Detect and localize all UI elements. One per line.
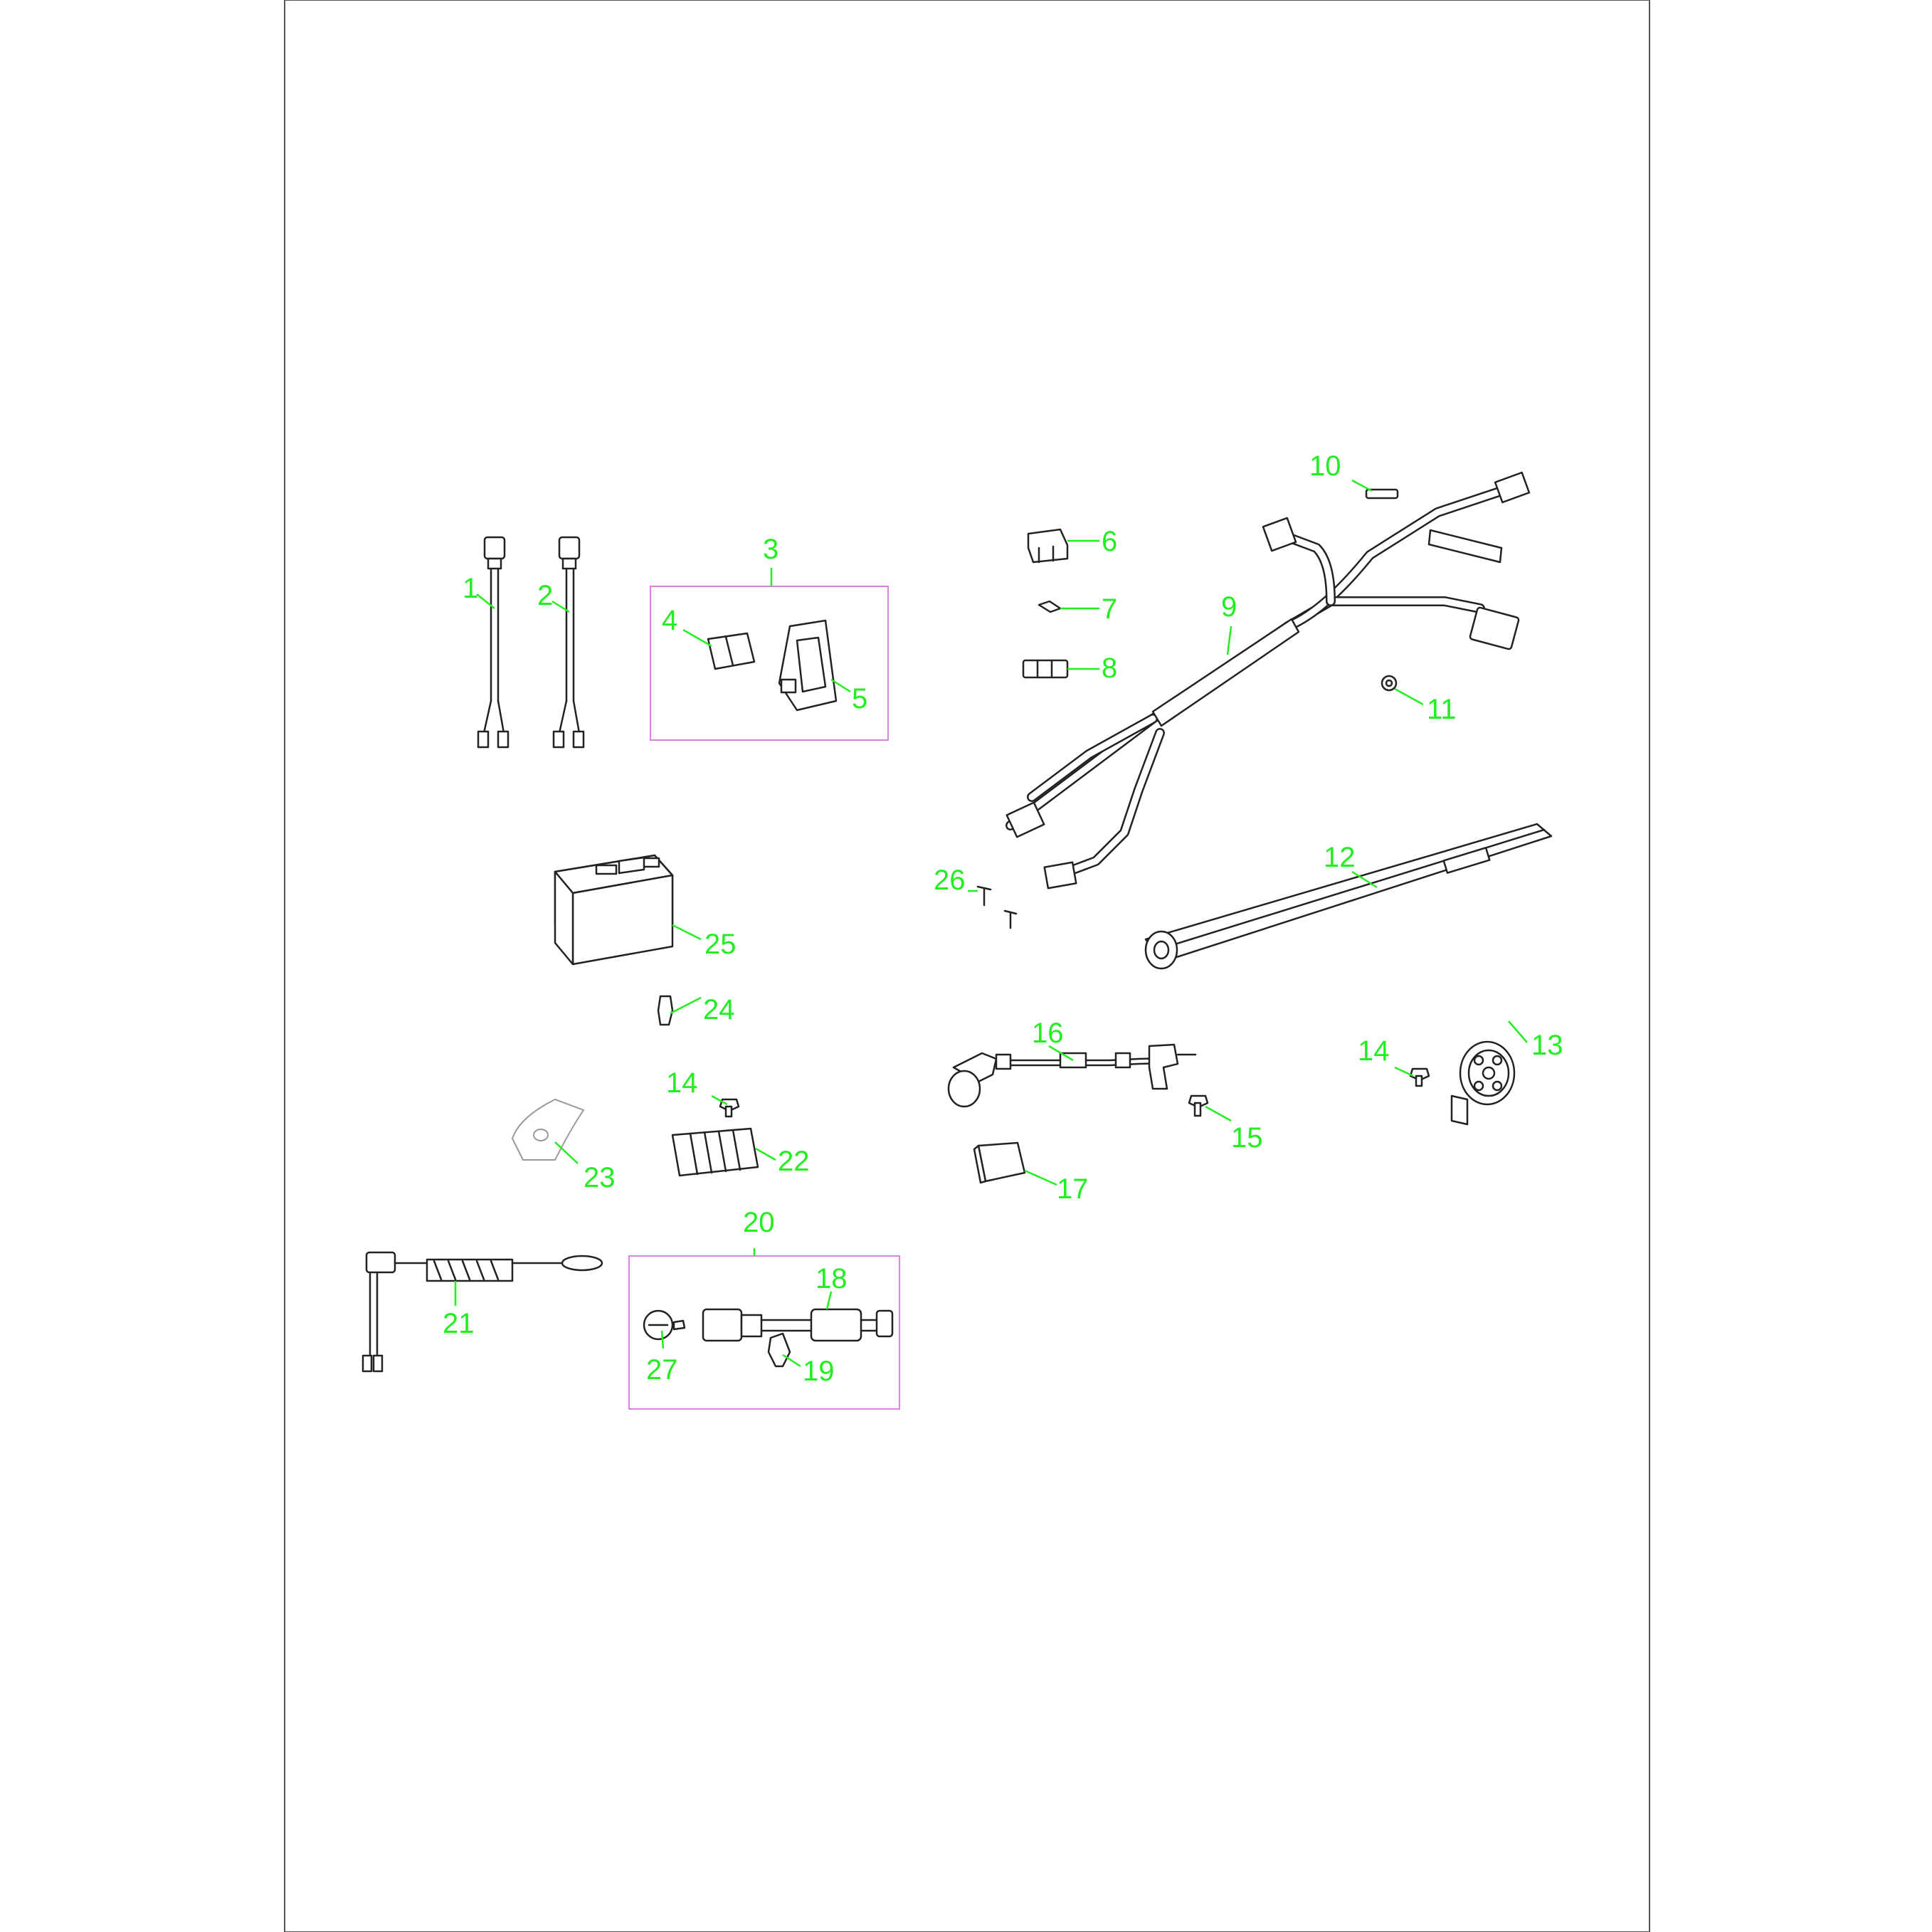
part-25-battery-icon — [554, 854, 674, 966]
callout-14a: 14 — [1358, 1035, 1390, 1067]
callout-26: 26 — [934, 865, 966, 896]
part-15-bolt-icon — [1188, 1094, 1209, 1117]
callout-6: 6 — [1102, 526, 1117, 557]
callout-13: 13 — [1531, 1030, 1563, 1061]
callout-15: 15 — [1231, 1122, 1263, 1154]
callout-4: 4 — [662, 605, 677, 636]
part-18-ignition-switch-wire-icon — [702, 1308, 894, 1342]
callout-25: 25 — [704, 929, 737, 960]
part-5-fuse-holder-icon — [778, 619, 838, 712]
callout-17: 17 — [1057, 1173, 1089, 1205]
leader-lines — [454, 479, 1528, 1368]
callout-2: 2 — [537, 580, 553, 611]
part-17-relay-icon — [973, 1141, 1026, 1184]
part-12-sleeve-icon — [1144, 823, 1553, 970]
callout-5: 5 — [852, 683, 867, 714]
callout-9: 9 — [1221, 591, 1237, 623]
callout-14b: 14 — [666, 1067, 698, 1099]
callout-19: 19 — [803, 1356, 835, 1387]
callout-21: 21 — [443, 1308, 475, 1339]
callout-1: 1 — [463, 573, 478, 604]
part-6-relay-clip-icon — [1027, 528, 1069, 564]
callout-3: 3 — [763, 534, 778, 565]
part-27-switch-cap-icon — [643, 1309, 686, 1341]
callout-20: 20 — [743, 1207, 775, 1238]
group-box-3 — [650, 586, 889, 741]
part-10-fuse-icon — [1365, 488, 1399, 500]
part-9-wiring-harness-icon — [1005, 471, 1531, 890]
callout-16: 16 — [1032, 1018, 1064, 1049]
callout-10: 10 — [1309, 450, 1341, 482]
part-22-regulator-icon — [671, 1127, 759, 1177]
group-box-20 — [628, 1255, 900, 1410]
callout-22: 22 — [778, 1146, 810, 1177]
callout-18: 18 — [815, 1263, 848, 1294]
callout-labels: 1 2 3 4 5 6 7 8 9 10 11 12 13 14 14 15 1… — [443, 450, 1563, 1387]
part-4-fuse-block-icon — [707, 632, 756, 670]
page-frame — [284, 0, 1650, 1932]
part-21-kill-switch-lanyard-icon — [361, 1251, 603, 1373]
part-24-terminal-icon — [657, 995, 674, 1026]
part-13-horn-icon — [1450, 1040, 1516, 1126]
part-11-nut-icon — [1381, 675, 1398, 692]
callout-24: 24 — [703, 994, 735, 1025]
part-2-wire-sensor-icon — [552, 536, 585, 749]
callout-12: 12 — [1324, 842, 1356, 873]
callout-11: 11 — [1427, 694, 1457, 725]
part-19-key-icon — [767, 1332, 791, 1368]
part-16-ignition-coil-icon — [947, 1043, 1197, 1108]
callout-7: 7 — [1102, 593, 1117, 625]
part-8-connector-icon — [1022, 659, 1069, 679]
callout-23: 23 — [584, 1162, 616, 1193]
part-23-battery-pad-icon — [511, 1098, 585, 1161]
part-26-screw-icon — [976, 885, 1018, 929]
callout-27: 27 — [646, 1354, 678, 1385]
part-7-fuse-icon — [1038, 600, 1062, 613]
part-14-bolt-icon — [1409, 1067, 1430, 1087]
callout-8: 8 — [1102, 653, 1117, 684]
part-1-wire-sensor-icon — [477, 536, 510, 749]
